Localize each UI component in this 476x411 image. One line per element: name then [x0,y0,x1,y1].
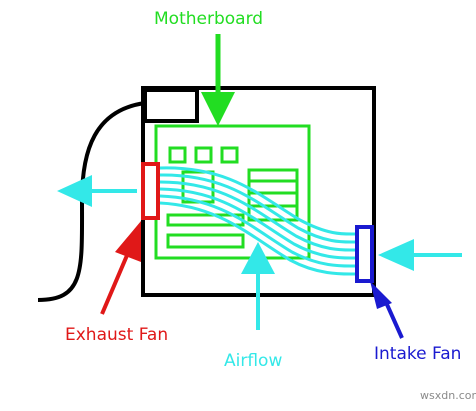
exhaust-fan-label: Exhaust Fan [65,325,169,345]
exhaust-fan [141,162,160,220]
motherboard-arrow [201,34,235,126]
intake-fan [355,225,374,283]
motherboard-pci-slot-2 [166,233,245,249]
airflow-streamlines [159,166,359,276]
motherboard-chip-2 [194,146,213,164]
intake-fan-label: Intake Fan [374,344,462,364]
airflow-arrow [241,242,275,330]
airflow-label: Airflow [224,351,283,371]
motherboard-chip-1 [168,146,187,164]
motherboard-label: Motherboard [154,9,264,29]
power-supply [143,88,199,123]
motherboard-chip-3 [220,146,239,164]
watermark: wsxdn.com [420,389,476,402]
exhaust-fan-arrow [100,221,141,315]
intake-fan-arrow [370,281,404,339]
intake-air-arrow [378,239,462,271]
exhaust-air-arrow [57,175,137,207]
